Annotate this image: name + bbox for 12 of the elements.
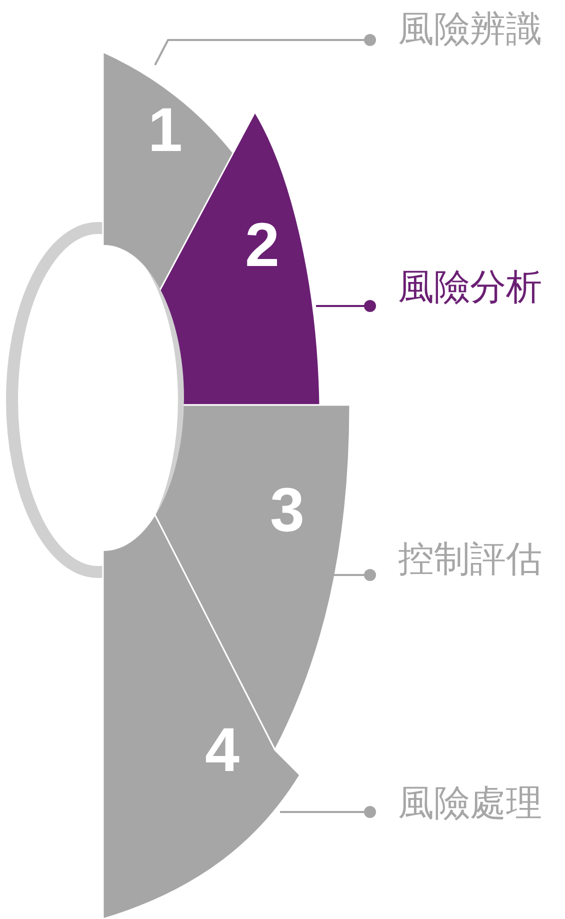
leader-line [333,569,376,581]
leader-line [280,806,376,818]
step-number: 3 [270,480,304,542]
step-label: 風險辨識 [398,12,542,48]
step-number: 4 [205,720,240,782]
leader-line [316,300,376,312]
leader-line [154,34,376,66]
step-label: 控制評估 [398,542,542,578]
step-number: 1 [148,100,182,162]
step-label: 風險處理 [398,786,542,822]
step-label: 風險分析 [398,270,542,306]
step-number: 2 [245,215,280,277]
